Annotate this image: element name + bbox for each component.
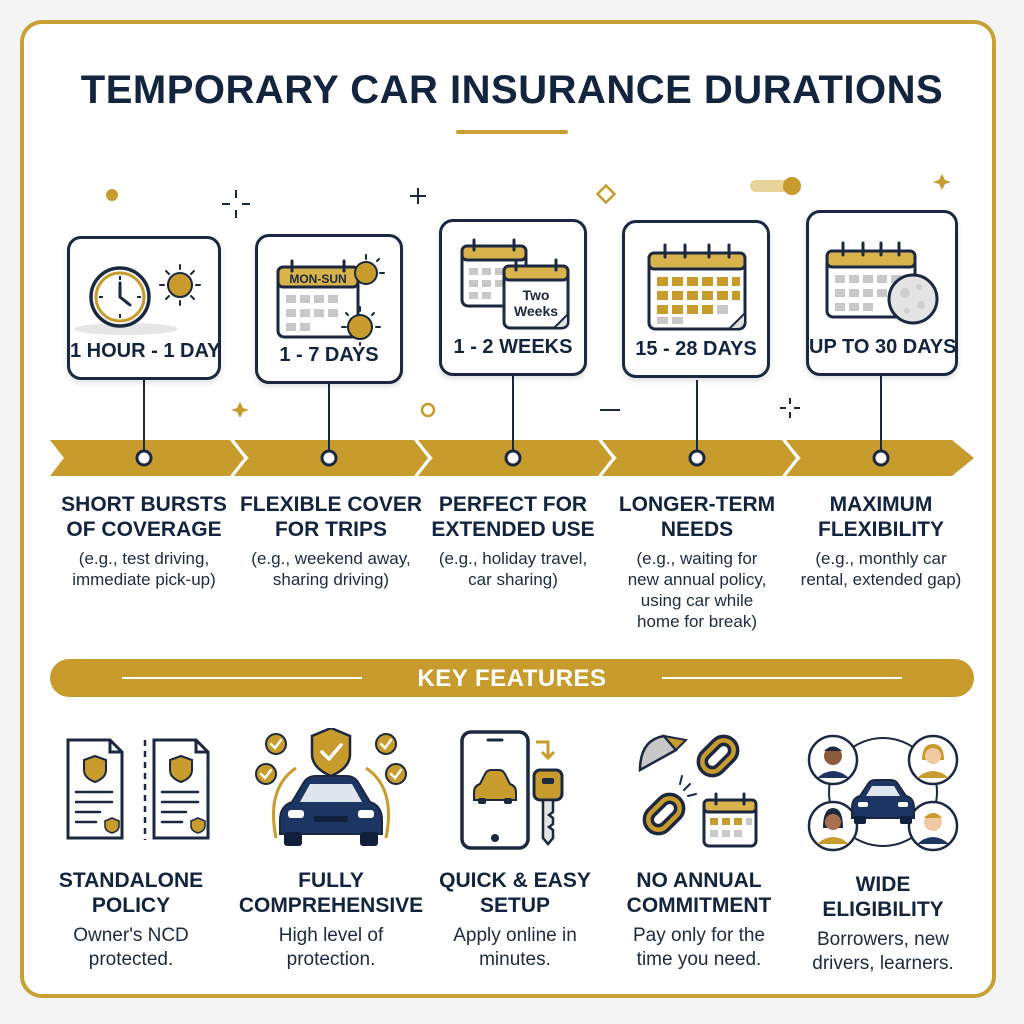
driver-avatar [807, 734, 859, 786]
duration-card-1-7-days: MON-SUN 1 - 7 DAYS [255, 234, 403, 384]
page-title: TEMPORARY CAR INSURANCE DURATIONS [80, 68, 944, 112]
feature-standalone-policy: STANDALONE POLICY Owner's NCD protected. [36, 730, 226, 972]
stage-example: (e.g., holiday travel, car sharing) [438, 549, 588, 589]
feature-heading: FULLY COMPREHENSIVE [238, 869, 424, 917]
feature-no-annual-commitment: NO ANNUAL COMMITMENT Pay only for the ti… [604, 730, 794, 972]
feature-wide-eligibility: WIDE ELIGIBILITY Borrowers, new drivers,… [788, 730, 978, 976]
feature-description: High level of protection. [278, 925, 384, 970]
stage-2: FLEXIBLE COVER FOR TRIPS (e.g., weekend … [239, 492, 423, 590]
stage-example: (e.g., monthly car rental, extended gap) [800, 549, 962, 589]
stage-example: (e.g., waiting for new annual policy, us… [627, 549, 767, 631]
title-underline [456, 130, 568, 134]
driver-avatar [807, 800, 859, 852]
connector-line [143, 380, 145, 452]
broken-chain-icon [638, 734, 758, 848]
feature-heading: NO ANNUAL COMMITMENT [626, 869, 772, 917]
policy-documents-icon [66, 738, 210, 840]
feature-heading: WIDE ELIGIBILITY [822, 873, 944, 921]
banner-rule [662, 677, 902, 679]
stage-heading: MAXIMUM FLEXIBILITY [818, 493, 944, 541]
stage-heading: LONGER-TERM NEEDS [618, 493, 776, 541]
banner-rule [122, 677, 362, 679]
connector-line [696, 380, 698, 452]
feature-heading: QUICK & EASY SETUP [439, 869, 591, 917]
stage-example: (e.g., test driving, immediate pick-up) [72, 549, 216, 589]
stage-4: LONGER-TERM NEEDS (e.g., waiting for new… [607, 492, 787, 632]
feature-description: Borrowers, new drivers, learners. [812, 929, 954, 974]
drivers-around-car-icon [807, 734, 959, 852]
stage-heading: PERFECT FOR EXTENDED USE [431, 493, 595, 541]
connector-line [328, 384, 330, 452]
calendar-and-moon-icon [825, 241, 939, 325]
stage-heading: SHORT BURSTS OF COVERAGE [61, 493, 227, 541]
feature-description: Owner's NCD protected. [73, 925, 189, 970]
stage-3: PERFECT FOR EXTENDED USE (e.g., holiday … [423, 492, 603, 590]
stage-1: SHORT BURSTS OF COVERAGE (e.g., test dri… [54, 492, 234, 590]
monthly-calendar-icon [647, 243, 747, 331]
duration-label: UP TO 30 DAYS [809, 336, 957, 358]
duration-card-1-hour-1-day: 1 HOUR - 1 DAY [67, 236, 221, 380]
duration-label: 1 - 7 DAYS [279, 344, 379, 366]
key-features-banner: KEY FEATURES [50, 659, 974, 697]
feature-quick-easy-setup: QUICK & EASY SETUP Apply online in minut… [420, 730, 610, 972]
weekly-calendar-icon: MON-SUN [276, 254, 385, 346]
duration-card-up-to-30-days: UP TO 30 DAYS [806, 210, 958, 376]
stage-heading: FLEXIBLE COVER FOR TRIPS [239, 493, 423, 541]
duration-label: 1 HOUR - 1 DAY [70, 340, 221, 362]
key-features-title: KEY FEATURES [417, 665, 607, 692]
duration-label: 15 - 28 DAYS [635, 338, 757, 360]
connector-line [880, 376, 882, 452]
driver-avatar [907, 734, 959, 786]
feature-fully-comprehensive: FULLY COMPREHENSIVE High level of protec… [236, 728, 426, 972]
feature-description: Pay only for the time you need. [632, 925, 766, 970]
connector-line [512, 376, 514, 452]
phone-and-key-icon [460, 730, 564, 850]
feature-description: Apply online in minutes. [453, 925, 577, 970]
stage-5: MAXIMUM FLEXIBILITY (e.g., monthly car r… [791, 492, 971, 590]
calendar-text: MON-SUN [289, 272, 346, 286]
driver-avatar [907, 800, 959, 852]
clock-and-sun-icon [74, 264, 201, 335]
duration-label: 1 - 2 WEEKS [453, 336, 573, 358]
feature-heading: STANDALONE POLICY [58, 869, 204, 917]
duration-card-15-28-days: 15 - 28 DAYS [622, 220, 770, 378]
document [66, 738, 124, 840]
shielded-car-icon [255, 728, 407, 846]
stage-example: (e.g., weekend away, sharing driving) [251, 549, 411, 589]
